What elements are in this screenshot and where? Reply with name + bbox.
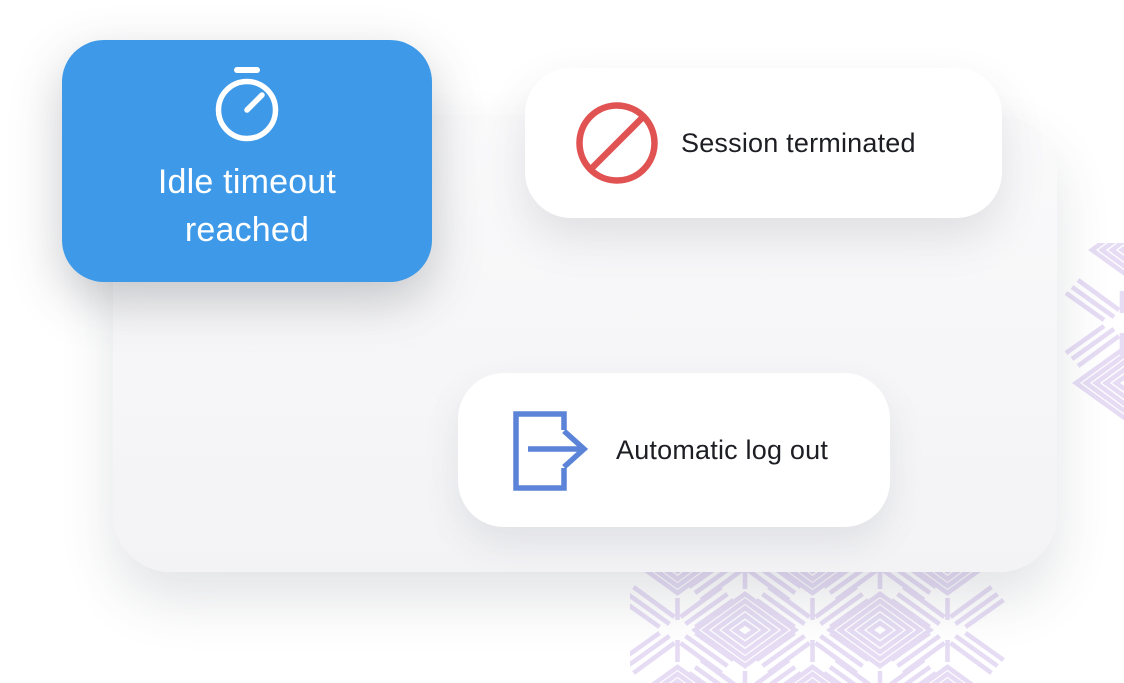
session-terminated-card: Session terminated	[525, 68, 1002, 218]
idle-timeout-label-line2: reached	[184, 211, 310, 249]
stopwatch-icon	[213, 64, 281, 144]
automatic-logout-label: Automatic log out	[616, 434, 829, 465]
idle-timeout-card: Idle timeout reached	[62, 40, 432, 282]
session-terminated-label: Session terminated	[681, 127, 916, 158]
diamond-pattern-right	[1052, 243, 1124, 423]
automatic-logout-card: Automatic log out	[458, 373, 890, 527]
no-entry-icon	[575, 101, 659, 185]
idle-timeout-label: Idle timeout reached	[158, 158, 336, 254]
idle-timeout-label-line1: Idle timeout	[157, 163, 337, 201]
logout-icon	[508, 408, 594, 492]
